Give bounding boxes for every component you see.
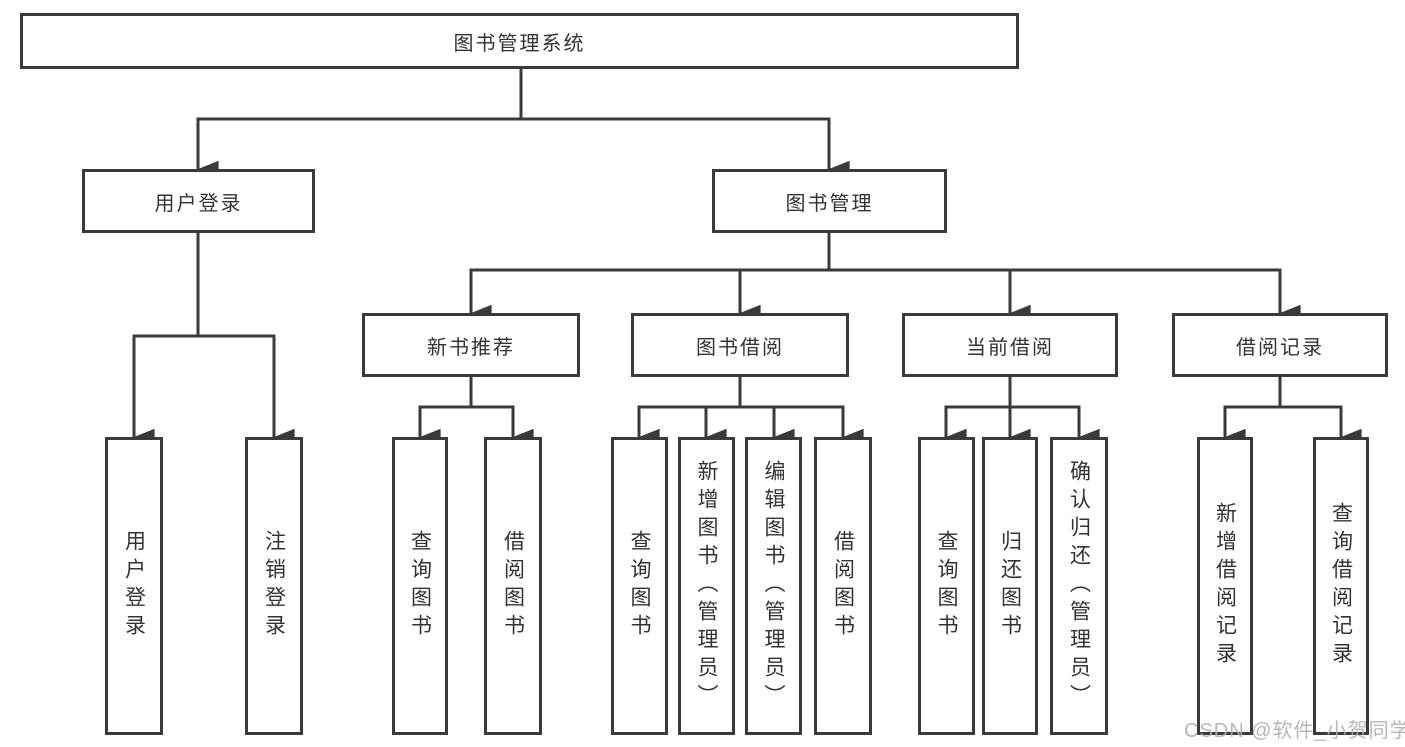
leaf-bb-query-books: 查询图书	[611, 437, 668, 735]
node-current-borrowing: 当前借阅	[902, 313, 1118, 377]
connector-new-book-recommend-to-leaves	[418, 377, 534, 446]
connector-current-borrowing-to-leaves	[944, 377, 1100, 446]
leaf-br-add-borrow-record: 新增借阅记录	[1197, 437, 1253, 735]
node-new-book-recommend: 新书推荐	[362, 313, 580, 377]
csdn-watermark: CSDN @软件_小贺同学	[1184, 720, 1405, 742]
connector-user-login-to-leaves	[132, 233, 295, 446]
leaf-br-query-borrow-record: 查询借阅记录	[1313, 437, 1369, 735]
leaf-cb-query-books: 查询图书	[918, 437, 975, 735]
node-root: 图书管理系统	[20, 13, 1019, 69]
node-label: 借阅图书	[831, 530, 855, 642]
connector-book-management-to-level3	[469, 233, 1301, 322]
node-borrowing-records: 借阅记录	[1172, 313, 1388, 377]
node-label: 图书管理	[785, 192, 874, 215]
node-book-management: 图书管理	[712, 169, 947, 233]
node-label: 图书管理系统	[453, 32, 586, 55]
leaf-bb-borrow-books: 借阅图书	[814, 437, 872, 735]
leaf-logout-login: 注销登录	[245, 437, 303, 735]
leaf-bb-add-books-admin: 新增图书（管理员）	[678, 437, 735, 735]
leaf-cb-confirm-return-admin: 确认归还（管理员）	[1050, 437, 1108, 735]
node-label: 用户登录	[122, 530, 146, 642]
node-label: 新书推荐	[427, 336, 515, 359]
leaf-nbr-query-books: 查询图书	[392, 437, 448, 735]
node-label: 查询图书	[628, 530, 651, 642]
leaf-bb-edit-books-admin: 编辑图书（管理员）	[745, 437, 802, 735]
node-label: 新增借阅记录	[1213, 502, 1237, 670]
leaf-nbr-borrow-books: 借阅图书	[484, 437, 542, 735]
node-label: 查询图书	[935, 530, 958, 642]
node-label: 注销登录	[262, 530, 286, 642]
connector-root-to-level2	[196, 69, 850, 178]
node-label: 查询图书	[408, 530, 432, 642]
connector-book-borrowing-to-leaves	[637, 377, 864, 446]
node-label: 借阅图书	[501, 530, 525, 642]
leaf-user-login: 用户登录	[105, 437, 163, 735]
node-label: 新增图书（管理员）	[695, 460, 718, 712]
node-label: 编辑图书（管理员）	[762, 460, 785, 712]
node-book-borrowing: 图书借阅	[631, 313, 849, 377]
node-label: 借阅记录	[1236, 336, 1324, 359]
node-user-login: 用户登录	[82, 169, 315, 233]
node-label: 用户登录	[154, 192, 243, 215]
connector-borrowing-records-to-leaves	[1223, 377, 1362, 446]
node-label: 查询借阅记录	[1329, 502, 1353, 670]
node-label: 当前借阅	[966, 336, 1054, 359]
node-label: 图书借阅	[696, 336, 784, 359]
node-label: 归还图书	[998, 530, 1022, 642]
node-label: 确认归还（管理员）	[1067, 460, 1091, 712]
leaf-cb-return-books: 归还图书	[982, 437, 1038, 735]
